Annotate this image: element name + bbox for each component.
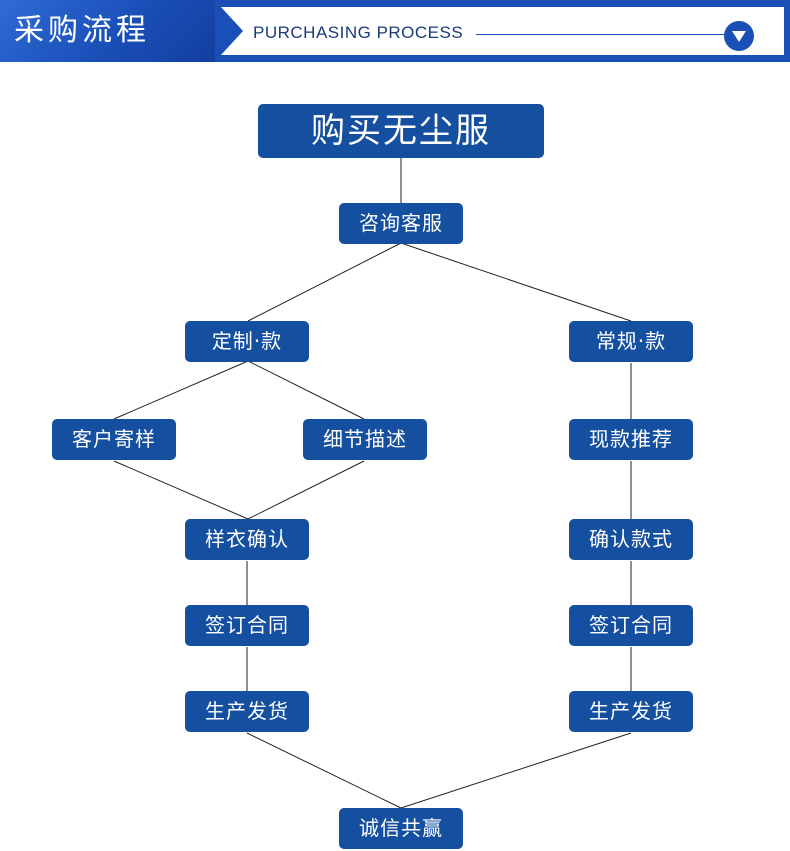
connector-sample-confirm bbox=[113, 460, 249, 520]
node-detail-description: 细节描述 bbox=[303, 419, 427, 460]
node-stock-recommend: 现款推荐 bbox=[569, 419, 693, 460]
page-subtitle: PURCHASING PROCESS bbox=[253, 23, 464, 42]
node-style-confirm: 确认款式 bbox=[569, 519, 693, 560]
node-left-ship: 生产发货 bbox=[185, 691, 309, 732]
connector-left-ship-end bbox=[246, 732, 402, 809]
node-right-contract: 签订合同 bbox=[569, 605, 693, 646]
connector-right-ship-end bbox=[400, 732, 632, 809]
connector-detail-confirm bbox=[247, 460, 365, 520]
node-root: 购买无尘服 bbox=[258, 104, 544, 158]
header-banner-inner bbox=[221, 7, 784, 55]
node-sample-confirm: 样衣确认 bbox=[185, 519, 309, 560]
node-end: 诚信共赢 bbox=[339, 808, 463, 849]
header-rule bbox=[476, 34, 726, 35]
node-standard-branch: 常规·款 bbox=[569, 321, 693, 362]
page-title: 采购流程 bbox=[14, 13, 150, 48]
node-custom-branch: 定制·款 bbox=[185, 321, 309, 362]
connector-custom-detail bbox=[247, 360, 365, 420]
node-consult: 咨询客服 bbox=[339, 203, 463, 244]
connector-consult-standard bbox=[400, 242, 632, 322]
chevron-down-icon bbox=[724, 21, 754, 51]
node-customer-sample: 客户寄样 bbox=[52, 419, 176, 460]
node-left-contract: 签订合同 bbox=[185, 605, 309, 646]
node-right-ship: 生产发货 bbox=[569, 691, 693, 732]
connector-consult-custom bbox=[247, 242, 402, 322]
header-title-panel bbox=[0, 0, 215, 62]
connector-custom-sample bbox=[113, 360, 249, 420]
